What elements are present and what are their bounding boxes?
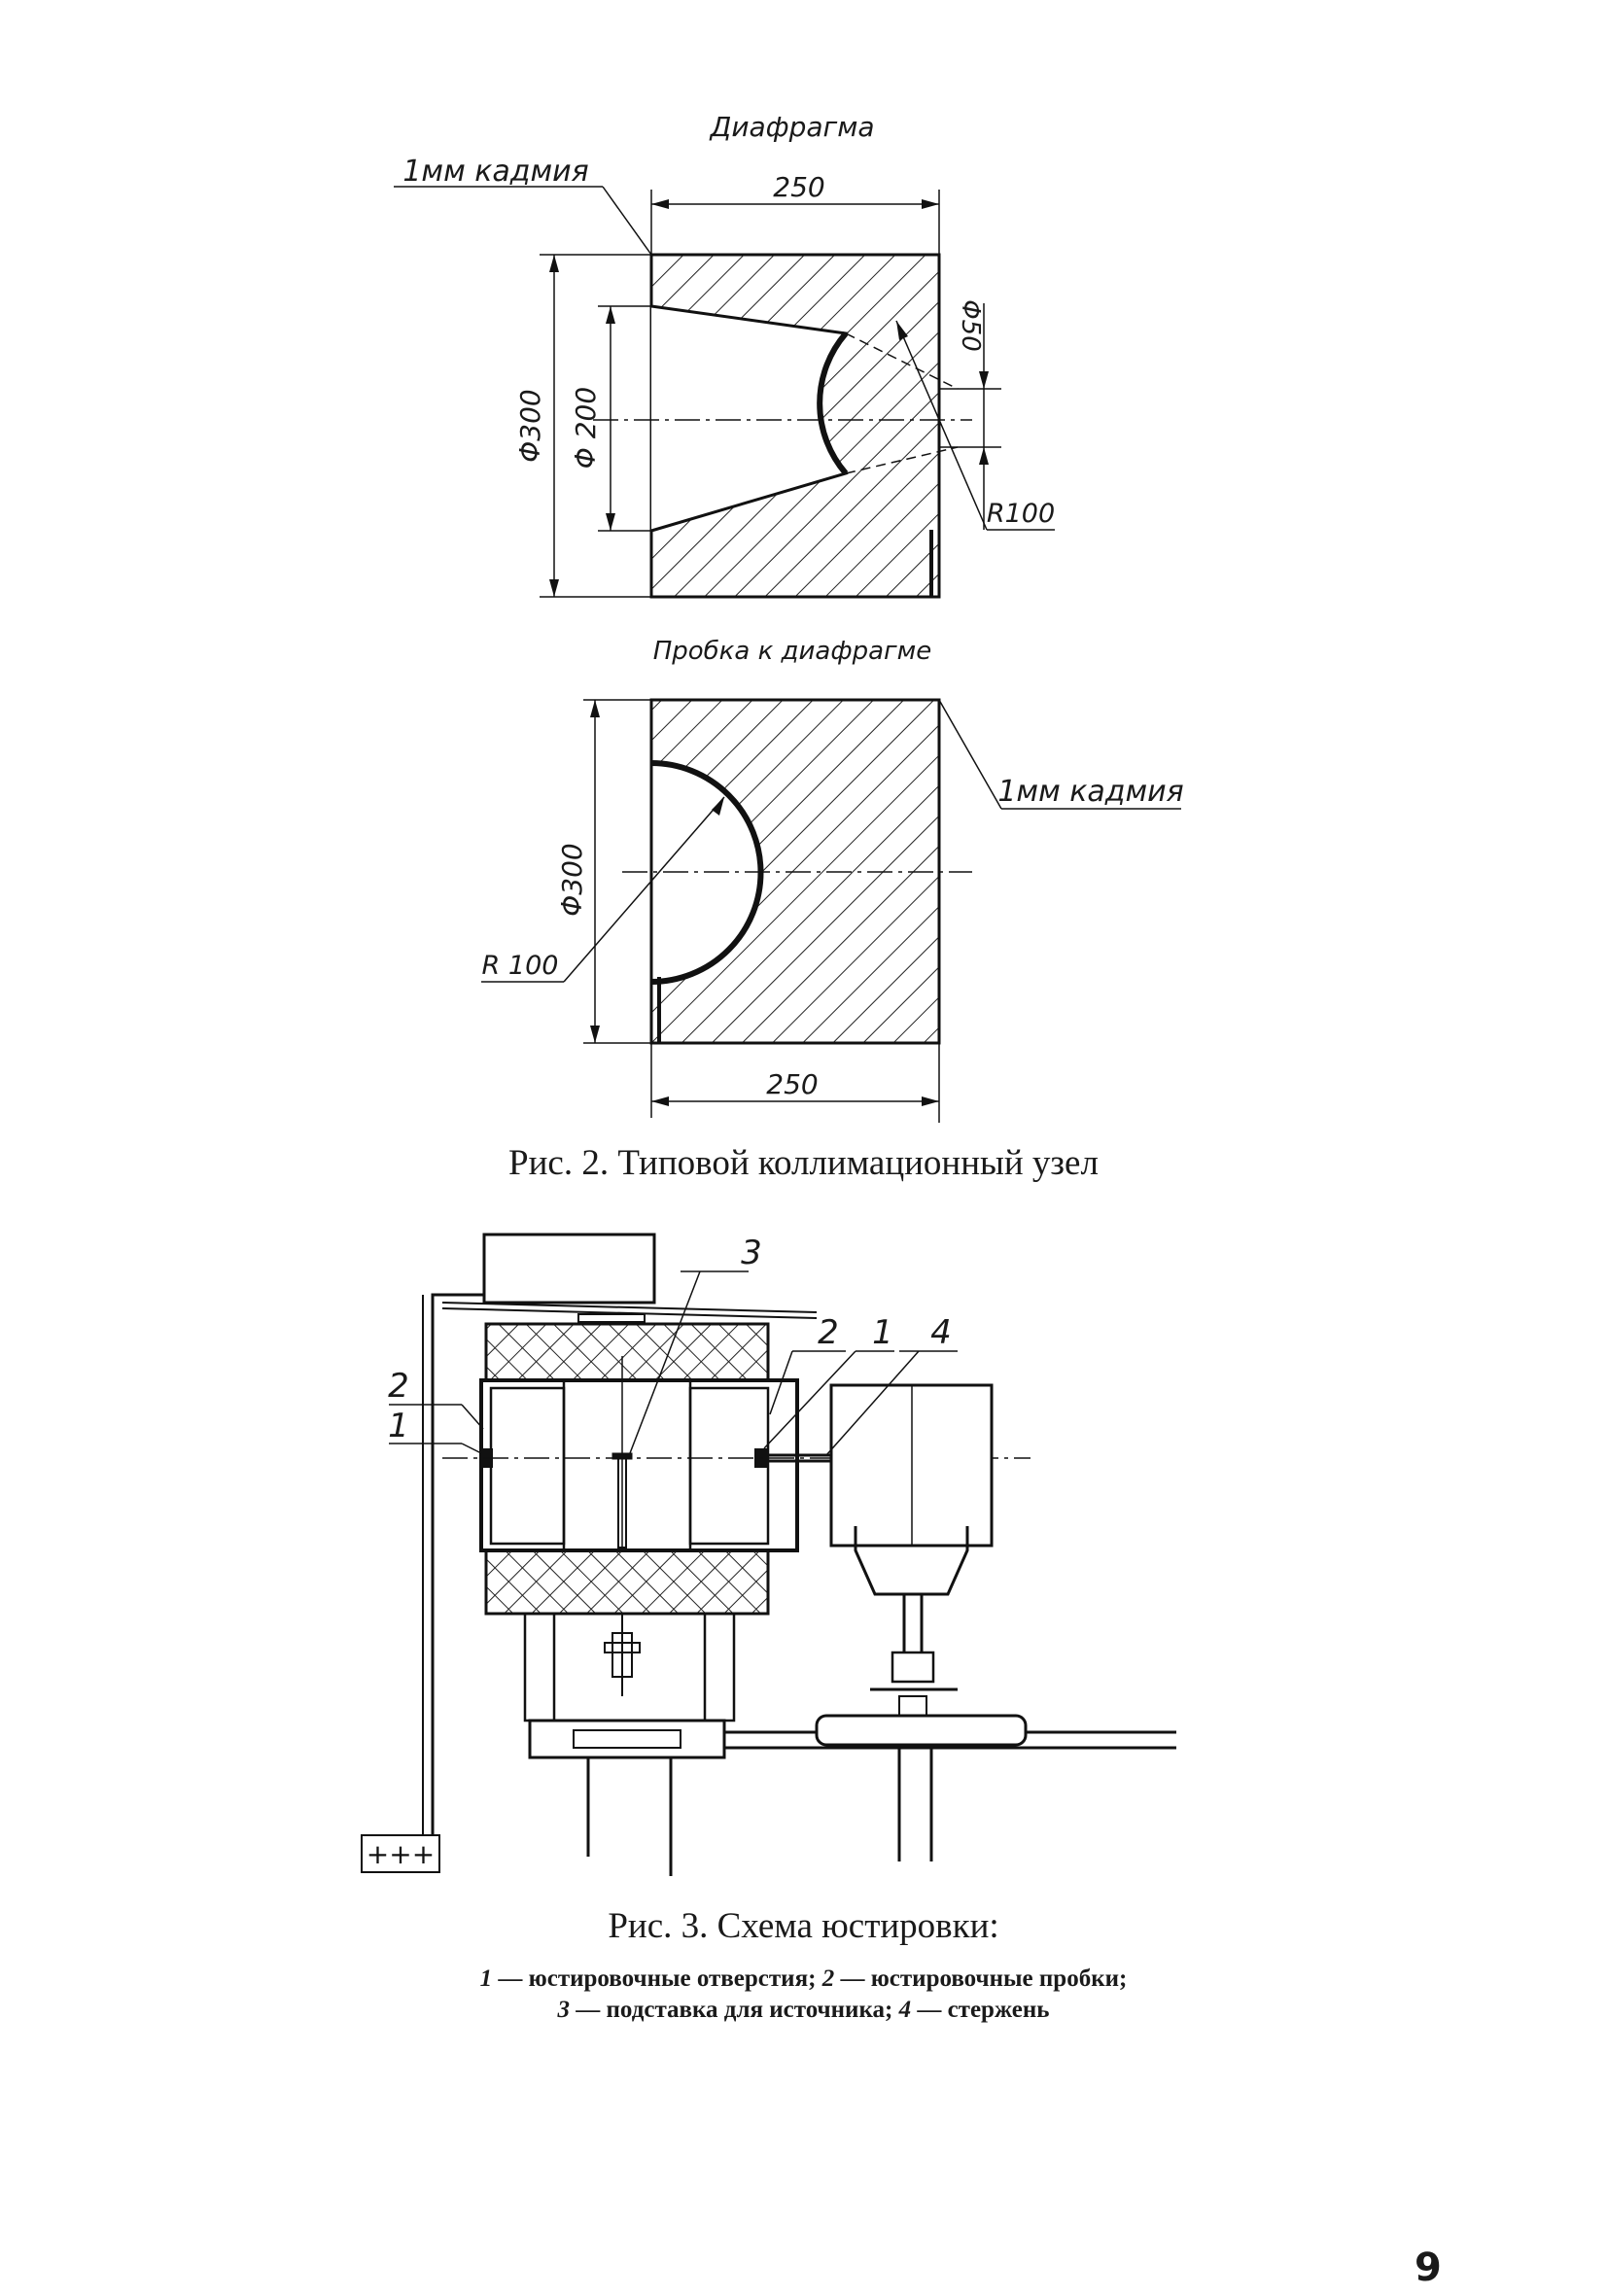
dim-r100-bottom: R 100 — [482, 951, 559, 981]
callout-1-left: 1 — [388, 1407, 409, 1445]
cadmium-label-top: 1мм кадмия — [402, 155, 588, 189]
legend-text-3: — подставка для источника; — [570, 1997, 899, 2023]
page-number: 9 — [1415, 2245, 1442, 2290]
figure-2-caption: Рис. 2. Типовой коллимационный узел — [508, 1143, 1099, 1183]
legend-num-1: 1 — [479, 1966, 493, 1992]
plug-drawing: Пробка к диафрагме Φ300 R 100 1мм кадмия… — [481, 637, 1184, 1123]
callout-2-left: 2 — [388, 1367, 409, 1406]
callout-1-right: 1 — [872, 1313, 893, 1352]
dim-d200: Φ 200 — [570, 387, 602, 469]
diaphragm-title: Диафрагма — [708, 111, 874, 143]
dim-r100-top: R100 — [987, 499, 1055, 529]
cadmium-lining-top — [817, 331, 849, 475]
dim-d300-top: Φ300 — [514, 389, 546, 462]
shield-top — [484, 1322, 770, 1382]
dim-width-bottom: 250 — [766, 1068, 818, 1100]
callout-2-right: 2 — [818, 1313, 839, 1352]
callout-3: 3 — [741, 1234, 762, 1272]
figure-3-caption: Рис. 3. Схема юстировки: — [608, 1906, 999, 1946]
diaphragm-drawing: Диафрагма 250 Φ300 Φ 200 Φ50 — [394, 111, 1055, 599]
top-block — [482, 1233, 656, 1305]
plug-title: Пробка к диафрагме — [653, 637, 932, 666]
housing — [479, 1378, 799, 1552]
shield-bottom — [484, 1548, 770, 1616]
battery-label: +++ — [367, 1838, 435, 1870]
adjustment-scheme: +++ — [361, 1233, 1176, 1876]
legend-text-1: — юстировочные отверстия; — [492, 1966, 822, 1992]
turntable — [815, 1714, 1028, 1747]
callout-4: 4 — [930, 1313, 952, 1352]
cable — [431, 1293, 484, 1835]
legend-text-4: — стержень — [911, 1997, 1050, 2023]
dim-width-top: 250 — [773, 171, 824, 203]
cadmium-label-bottom: 1мм кадмия — [997, 775, 1183, 809]
dim-d300-bottom: Φ300 — [556, 843, 588, 916]
dim-d50: Φ50 — [956, 299, 985, 352]
base-frame — [528, 1719, 726, 1759]
diaphragm-body — [651, 255, 939, 597]
legend-text-2: — юстировочные пробки; — [834, 1966, 1128, 1992]
figure-3-legend: 1 — юстировочные отверстия; 2 — юстирово… — [0, 1964, 1607, 2026]
legend-num-3: 3 — [557, 1997, 571, 2023]
legend-num-2: 2 — [821, 1966, 835, 1992]
battery — [361, 1834, 440, 1873]
legend-num-4: 4 — [898, 1997, 912, 2023]
